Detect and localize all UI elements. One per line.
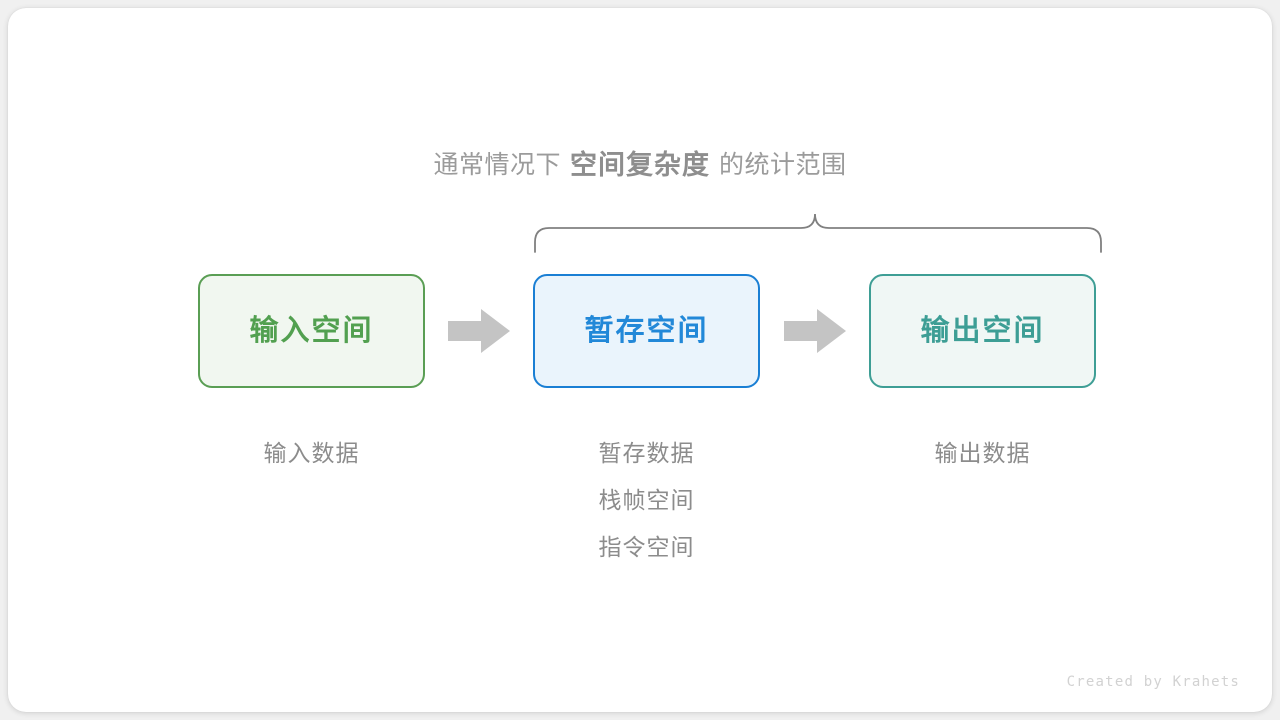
scope-brace-icon	[534, 213, 1102, 253]
sublabels-output: 输出数据	[869, 430, 1096, 477]
scope-caption: 通常情况下空间复杂度的统计范围	[8, 152, 1272, 179]
box-temp-space-label: 暂存空间	[584, 314, 709, 347]
sublabels-input: 输入数据	[198, 430, 425, 477]
box-input-space: 输入空间	[198, 274, 425, 388]
diagram-canvas: 通常情况下空间复杂度的统计范围 输入空间 暂存空间 输出空间 输入数据 暂存数据…	[8, 8, 1272, 712]
box-temp-space: 暂存空间	[533, 274, 760, 388]
sublabel-item: 输出数据	[934, 440, 1031, 466]
sublabels-temp: 暂存数据 栈帧空间 指令空间	[533, 430, 760, 571]
box-output-space-label: 输出空间	[920, 314, 1045, 347]
caption-prefix: 通常情况下	[433, 151, 561, 179]
caption-emphasis: 空间复杂度	[570, 150, 710, 180]
sublabel-item: 指令空间	[598, 534, 695, 560]
sublabel-item: 暂存数据	[598, 440, 695, 466]
caption-suffix: 的统计范围	[719, 151, 847, 179]
watermark-credit: Created by Krahets	[1066, 674, 1240, 690]
box-input-space-label: 输入空间	[249, 314, 374, 347]
box-output-space: 输出空间	[869, 274, 1096, 388]
sublabel-item: 栈帧空间	[598, 487, 695, 513]
arrow-right-icon	[448, 309, 510, 353]
sublabel-item: 输入数据	[263, 440, 360, 466]
arrow-right-icon	[784, 309, 846, 353]
